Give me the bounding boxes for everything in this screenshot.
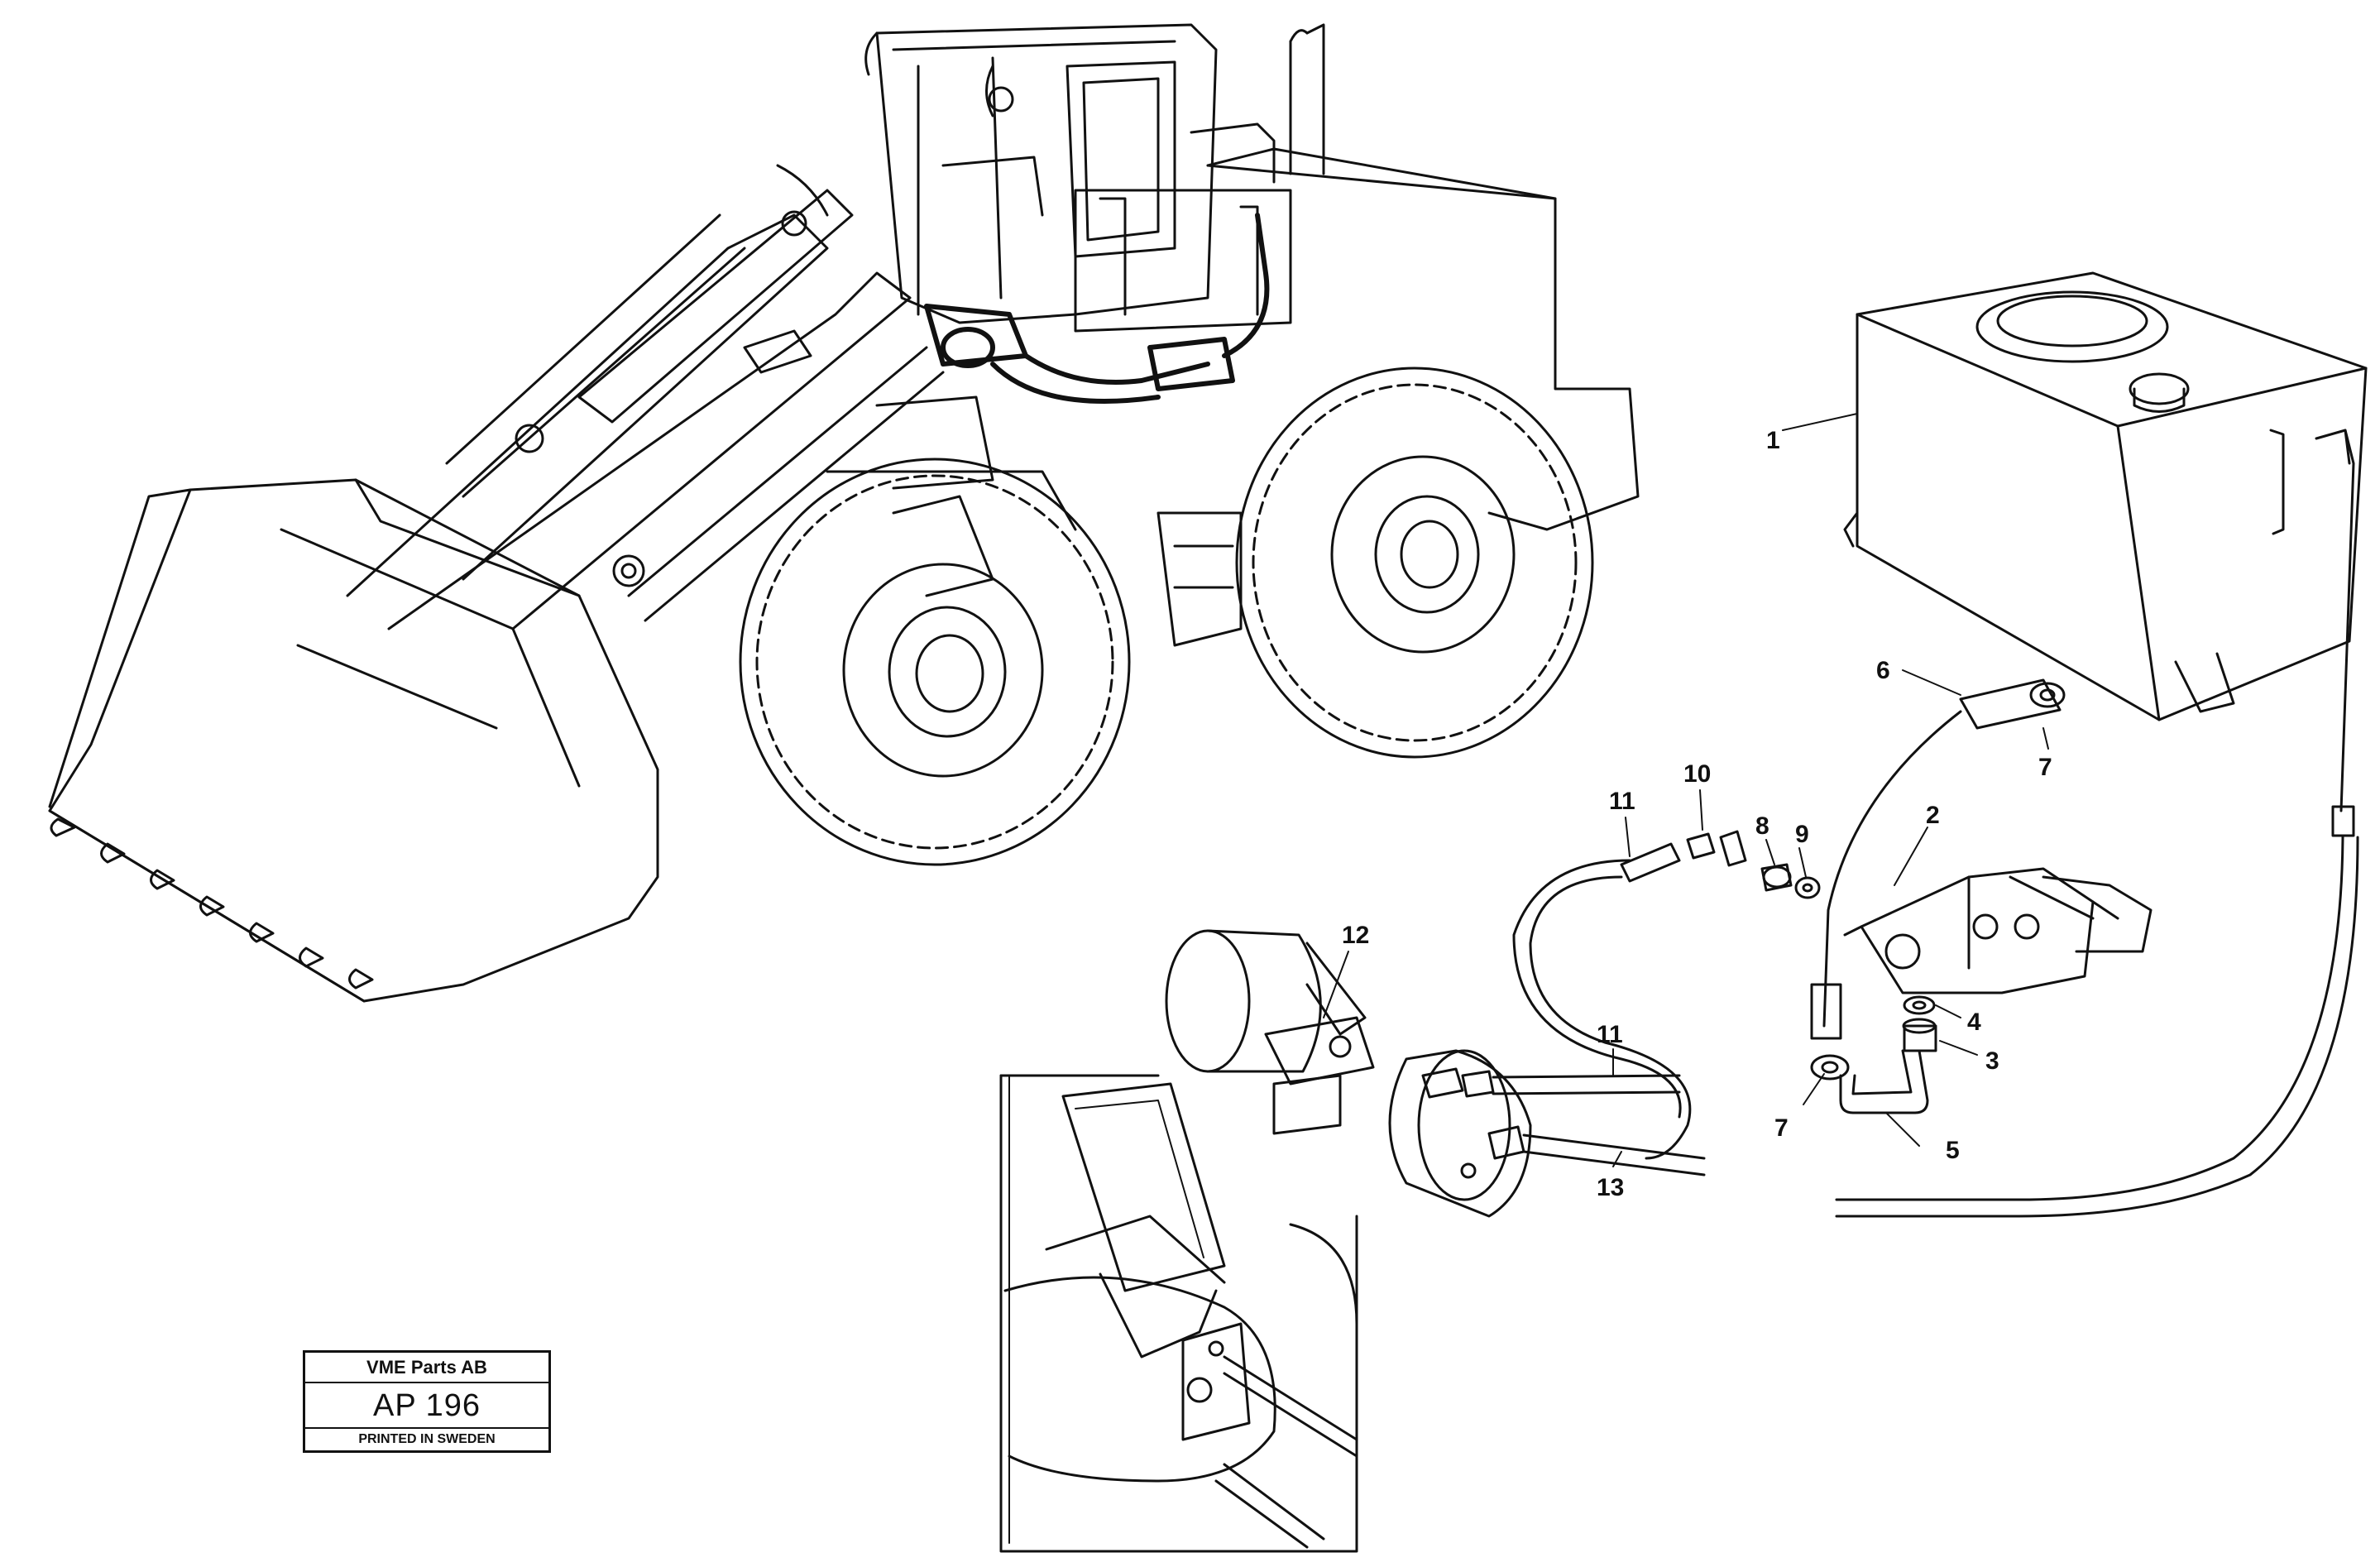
union-8 [1760,863,1793,892]
callout-12: 12 [1342,922,1369,949]
hydraulic-tank [1843,271,2368,721]
hose-11-lower [1421,1067,1681,1099]
title-block: VME Parts AB AP 196 PRINTED IN SWEDEN [303,1350,551,1453]
leader-lines [1323,413,2049,1167]
clamp-7-lower [1810,1054,1850,1081]
pump-2 [1843,867,2153,994]
brake-valve-12 [1165,929,1532,1218]
callout-6: 6 [1876,657,1890,684]
clamp-7-upper [2029,682,2066,708]
line-6 [1810,678,2062,1040]
nipple-3 [1902,1018,1937,1052]
detail-inset [999,1074,1358,1553]
loader-rear-wheel [1235,367,1594,759]
loader-highlighted-brake-system [924,213,1270,404]
callout-13: 13 [1597,1174,1624,1201]
return-line [1835,429,2359,1218]
callout-11-lower: 11 [1597,1021,1623,1048]
adapter-10 [1686,830,1747,867]
loader-cab [864,23,1218,324]
loader-bucket [48,478,659,1003]
callout-11-upper: 11 [1609,788,1635,815]
wheel-loader-illustration [48,23,1640,1003]
title-block-printed: PRINTED IN SWEDEN [358,1432,496,1446]
callout-4: 4 [1967,1009,1981,1036]
callout-2: 2 [1926,802,1940,829]
title-block-code: AP 196 [305,1383,548,1429]
callout-10: 10 [1683,760,1711,788]
hose-11-upper [1512,842,1692,1160]
callout-labels: 1 2 3 4 5 6 7 7 8 9 10 11 11 12 13 [1342,427,2052,1201]
hose-13 [1487,1125,1706,1176]
callout-5: 5 [1946,1137,1960,1164]
pipe-5 [1839,1049,1929,1114]
loader-frame [826,395,1243,647]
loader-front-wheel [739,458,1131,866]
callout-9: 9 [1795,821,1809,848]
washer-4 [1903,995,1936,1015]
callout-3: 3 [1985,1047,1999,1075]
callout-7-lower: 7 [1774,1114,1789,1142]
callout-8: 8 [1755,812,1769,840]
loader-rear-body [1074,23,1640,531]
callout-1: 1 [1766,427,1780,454]
washer-9 [1794,876,1821,899]
title-block-company: VME Parts AB [305,1353,548,1383]
loader-lift-arms [346,164,945,630]
callout-7-upper: 7 [2038,754,2052,781]
